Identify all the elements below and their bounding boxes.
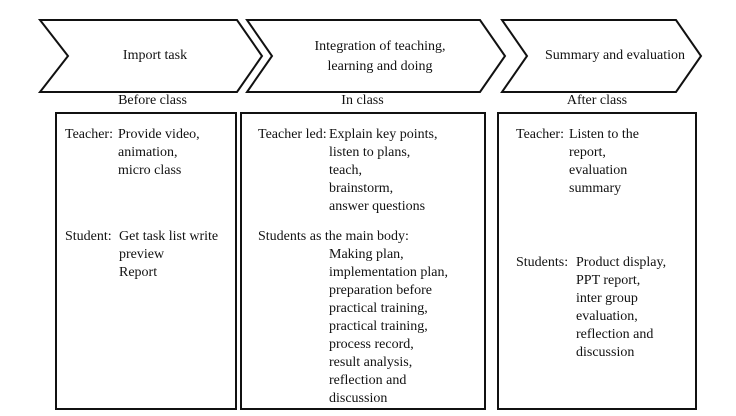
after-student-item: evaluation, (576, 309, 638, 324)
stage-3-title: Summary and evaluation (545, 48, 685, 63)
before-teacher-item: micro class (118, 163, 182, 178)
after-student-item: inter group (576, 291, 638, 306)
after-student-item: Product display, (576, 255, 667, 270)
in-student-item: preparation before (329, 283, 432, 298)
stage-2-title: Integration of teaching, learning and do… (314, 39, 446, 74)
phase-after-class: After class (566, 93, 628, 108)
before-student-item: preview (119, 247, 165, 262)
after-student-role: Students: (516, 255, 569, 270)
after-teacher-item: Listen to the (569, 127, 639, 142)
in-student-block: Students as the main body: Making plan, … (258, 228, 448, 408)
in-teacher-item: teach, (329, 163, 363, 178)
in-teacher-role: Teacher led: (258, 127, 327, 142)
in-student-item: reflection and (329, 373, 407, 388)
in-student-item: result analysis, (329, 355, 413, 370)
panel-in-class (240, 112, 486, 410)
before-student-role: Student: (65, 229, 112, 244)
after-teacher-item: report, (569, 145, 606, 160)
phase-in-class: In class (341, 93, 384, 108)
stage-arrow-3 (500, 19, 703, 93)
before-teacher-role: Teacher: (65, 127, 113, 142)
panel-after-class (497, 112, 697, 410)
phase-before-class: Before class (118, 93, 187, 108)
after-student-item: discussion (576, 345, 635, 360)
in-student-item: practical training, (329, 319, 428, 334)
stage-1-title: Import task (122, 48, 188, 63)
in-student-role: Students as the main body: (258, 229, 409, 244)
in-student-item: Making plan, (329, 247, 404, 262)
stage-arrow-1 (37, 19, 264, 93)
after-teacher-item: summary (569, 181, 622, 196)
panel-before-class (55, 112, 237, 410)
before-student-item: Get task list write (119, 229, 219, 244)
before-teacher-item: Provide video, (118, 127, 200, 142)
in-student-item: discussion (329, 391, 388, 406)
in-student-item: practical training, (329, 301, 428, 316)
after-teacher-item: evaluation (569, 163, 628, 178)
before-student-item: Report (119, 265, 158, 280)
after-teacher-role: Teacher: (516, 127, 564, 142)
in-student-item: implementation plan, (329, 265, 448, 280)
before-teacher-item: animation, (118, 145, 178, 160)
in-teacher-item: brainstorm, (329, 181, 394, 196)
after-student-item: PPT report, (576, 273, 641, 288)
in-teacher-item: listen to plans, (329, 145, 411, 160)
stage-arrow-2 (245, 19, 507, 93)
in-student-item: process record, (329, 337, 414, 352)
in-teacher-item: answer questions (329, 199, 426, 214)
after-student-item: reflection and (576, 327, 654, 342)
in-teacher-item: Explain key points, (329, 127, 438, 142)
